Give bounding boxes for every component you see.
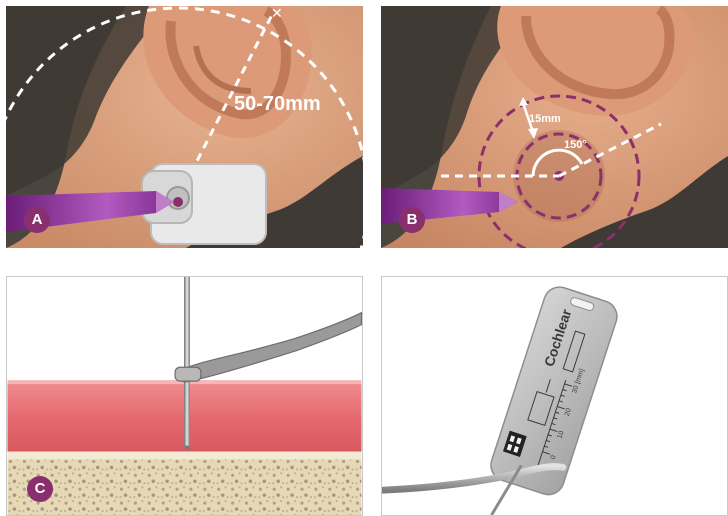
panel-d-illustration: Cochlear [mm] 30 20 10 0 bbox=[382, 277, 727, 515]
panel-b-badge: B bbox=[399, 207, 425, 233]
panel-a-badge: A bbox=[24, 207, 50, 233]
panel-a-illustration: ✕ 50-70mm bbox=[6, 6, 363, 248]
measurement-label: 50-70mm bbox=[234, 93, 321, 115]
radius-label: 15mm bbox=[529, 113, 561, 125]
panel-c-cross-section: C bbox=[6, 276, 363, 516]
panel-a-ear-template: ✕ 50-70mm A bbox=[6, 6, 363, 248]
panel-c-illustration bbox=[7, 277, 362, 515]
svg-text:✕: ✕ bbox=[271, 6, 283, 22]
panel-b-illustration: 15mm 150° bbox=[381, 6, 728, 248]
holder-clamp bbox=[175, 367, 201, 381]
panel-b-ear-marking: 15mm 150° B bbox=[381, 6, 728, 248]
angle-label: 150° bbox=[564, 139, 587, 151]
panel-d-template-photo: Cochlear [mm] 30 20 10 0 bbox=[381, 276, 728, 516]
panel-c-badge: C bbox=[27, 476, 53, 502]
needle bbox=[184, 277, 190, 448]
